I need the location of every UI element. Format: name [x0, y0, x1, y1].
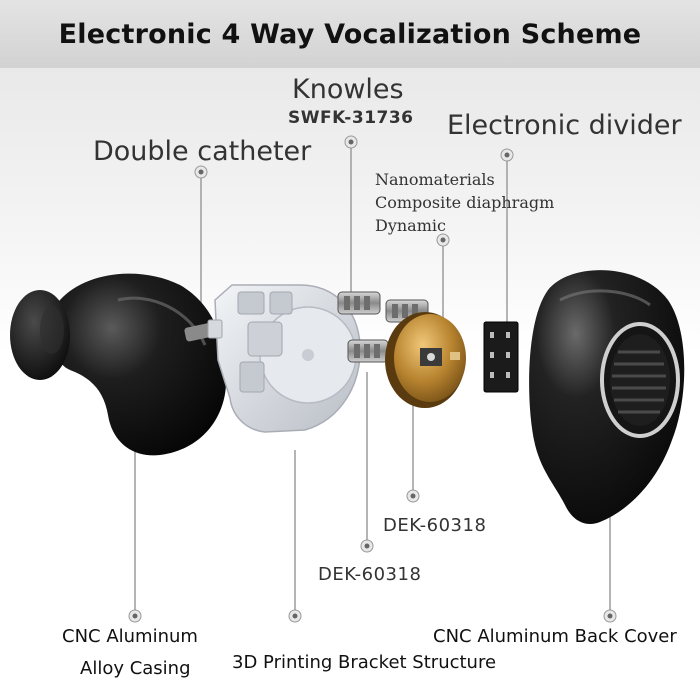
leader-dot-icon — [361, 540, 373, 552]
dynamic-driver — [385, 312, 466, 408]
leader-dot-icon — [604, 610, 616, 622]
label-cnc-casing-line2: Alloy Casing — [80, 658, 191, 679]
3d-printing-bracket — [208, 285, 360, 432]
leader-dot-icon — [289, 610, 301, 622]
leader-dot-icon — [195, 166, 207, 178]
leader-dot-icon — [501, 149, 513, 161]
leader-dot-icon — [129, 610, 141, 622]
cnc-aluminum-casing — [10, 274, 226, 456]
label-knowles-model: SWFK-31736 — [288, 108, 414, 128]
label-cnc-casing-line1: CNC Aluminum — [62, 626, 198, 647]
leader-dot-icon — [437, 234, 449, 246]
label-dek-1: DEK-60318 — [383, 515, 486, 536]
leader-dot-icon — [407, 490, 419, 502]
knowles-driver — [348, 340, 388, 362]
leader-dot-icon — [345, 136, 357, 148]
label-dynamic: Dynamic — [375, 216, 446, 235]
label-bracket: 3D Printing Bracket Structure — [232, 652, 496, 673]
electronic-divider-chip — [484, 322, 518, 392]
label-nanomaterials: Nanomaterials — [375, 170, 495, 189]
cnc-aluminum-back-cover — [529, 270, 684, 524]
label-double-catheter: Double catheter — [93, 136, 311, 167]
label-dek-2: DEK-60318 — [318, 564, 421, 585]
label-electronic-divider: Electronic divider — [447, 110, 682, 141]
label-knowles: Knowles — [292, 74, 404, 105]
label-back-cover: CNC Aluminum Back Cover — [433, 626, 677, 647]
knowles-driver — [338, 292, 380, 314]
label-composite-diaphragm: Composite diaphragm — [375, 193, 554, 212]
